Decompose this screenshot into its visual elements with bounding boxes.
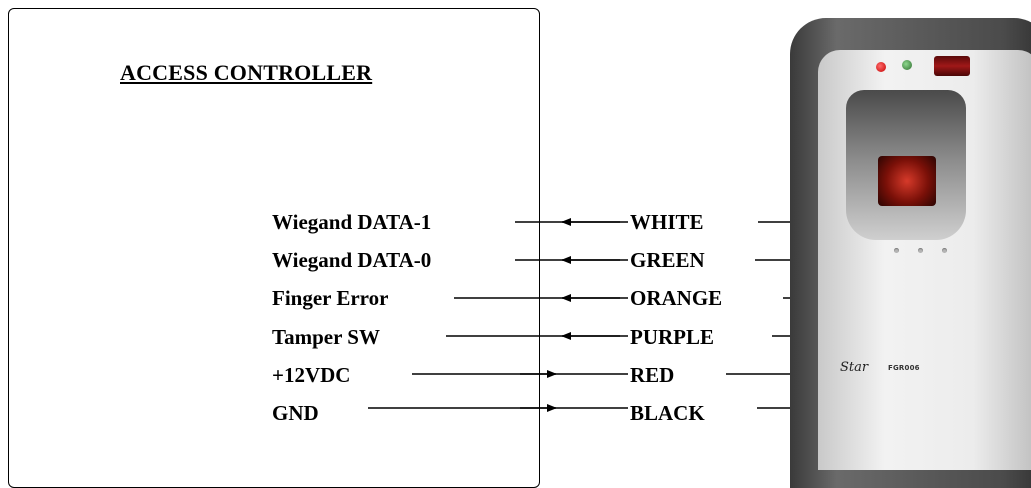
indicator-dot	[894, 248, 899, 253]
ir-window-icon	[934, 56, 970, 76]
reader-brand-logo: Star	[840, 360, 869, 375]
reader-model-label: FGR006	[888, 364, 920, 372]
wiring-lines	[368, 218, 822, 412]
signal-label-gnd: GND	[272, 401, 319, 425]
indicator-dot	[918, 248, 923, 253]
signal-label-tamper-sw: Tamper SW	[272, 325, 380, 349]
wire-label-orange: ORANGE	[630, 286, 723, 310]
signal-label-12vdc: +12VDC	[272, 363, 351, 387]
signal-label-wiegand-data-1: Wiegand DATA-1	[272, 210, 432, 234]
wire-label-purple: PURPLE	[630, 325, 714, 349]
wire-label-green: GREEN	[630, 248, 705, 272]
wire-label-white: WHITE	[630, 210, 704, 234]
green-led-icon	[902, 60, 912, 70]
wire-label-red: RED	[630, 363, 675, 387]
signal-label-wiegand-data-0: Wiegand DATA-0	[272, 248, 432, 272]
signal-label-finger-error: Finger Error	[272, 286, 389, 310]
wire-label-black: BLACK	[630, 401, 705, 425]
controller-title: ACCESS CONTROLLER	[120, 60, 373, 85]
indicator-dot	[942, 248, 947, 253]
fingerprint-sensor-icon	[878, 156, 936, 206]
red-led-icon	[876, 62, 886, 72]
fingerprint-reader-device: Star FGR006	[790, 18, 1031, 488]
